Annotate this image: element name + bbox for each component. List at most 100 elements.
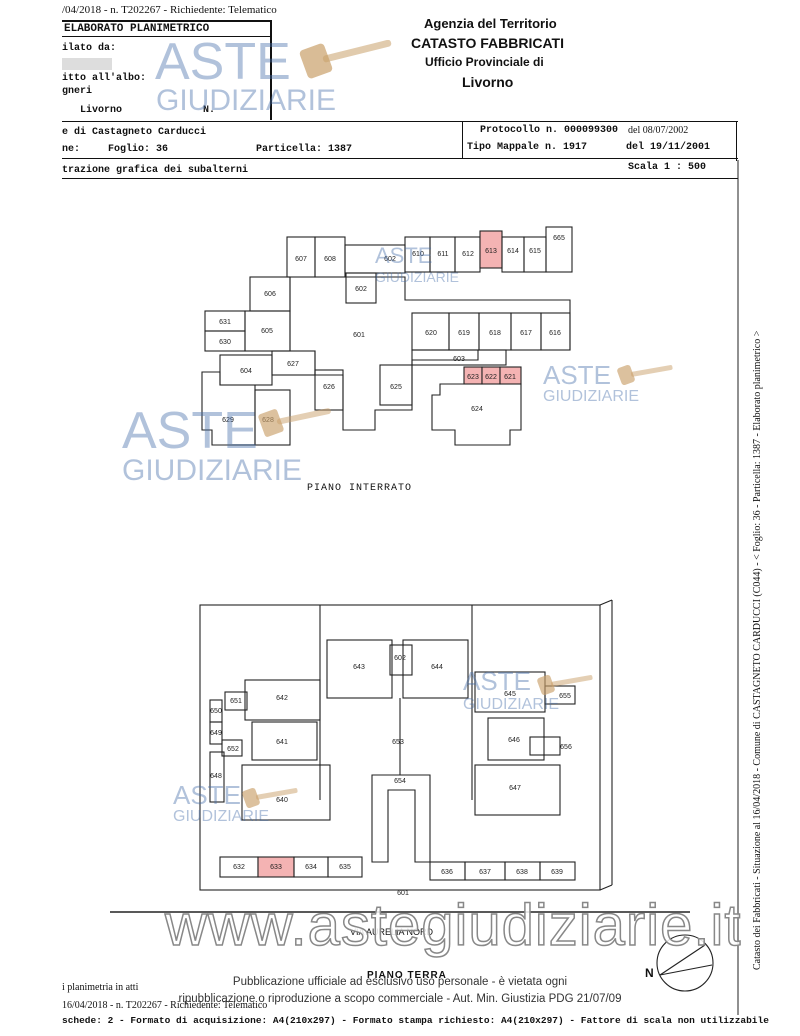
unit-635	[327, 856, 363, 878]
particella: Particella: 1387	[256, 144, 353, 155]
unit-label: 665	[553, 235, 565, 242]
unit-label: 616	[549, 330, 561, 337]
unit-label: 627	[287, 361, 299, 368]
unit-616	[540, 312, 571, 351]
protocollo-date: del 08/07/2002	[628, 125, 689, 136]
watermark-giud-2: GIUDIZIARIE	[375, 269, 460, 285]
comune: e di Castagneto Carducci	[62, 127, 207, 138]
unit-646	[487, 717, 545, 761]
unit-label: 630	[219, 339, 231, 346]
catasto-title: CATASTO FABBRICATI	[411, 35, 564, 51]
agency-name: Agenzia del Territorio	[424, 16, 557, 31]
gavel-icon	[299, 40, 392, 79]
unit-label: 607	[295, 256, 307, 263]
unit-label: 634	[305, 864, 317, 871]
unit-label: 617	[520, 330, 532, 337]
street-label: VIA AURELIA NORD	[350, 927, 434, 937]
unit-label: 639	[551, 869, 563, 876]
top-line: /04/2018 - n. T202267 - Richiedente: Tel…	[62, 4, 277, 16]
unit-label: 640	[276, 797, 288, 804]
registered-value: gneri	[62, 86, 93, 97]
unit-label: 621	[504, 374, 516, 381]
unit-651	[224, 691, 248, 711]
unit-label: 631	[219, 319, 231, 326]
unit-label: 645	[504, 691, 516, 698]
unit-label: 648	[210, 773, 222, 780]
unit-label: 608	[324, 256, 336, 263]
sezione: ne:	[62, 144, 81, 155]
watermark-giud-1: GIUDIZIARIE	[156, 84, 337, 117]
unit-label: 646	[508, 737, 520, 744]
footer-line-2: schede: 2 - Formato di acquisizione: A4(…	[62, 1015, 769, 1026]
province: Livorno	[80, 105, 123, 116]
redacted-box	[62, 58, 112, 70]
unit-label: 653	[392, 739, 404, 746]
notice-1: Pubblicazione ufficiale ad esclusivo uso…	[232, 976, 568, 988]
unit-656	[529, 736, 561, 756]
protocollo: Protocollo n. 000099300	[480, 125, 619, 136]
unit-647	[474, 764, 561, 816]
unit-639	[539, 861, 576, 881]
unit-label: 635	[339, 864, 351, 871]
unit-label: 629	[222, 417, 234, 424]
unit-640	[241, 764, 331, 821]
north-label: N	[645, 966, 654, 980]
unit-label: 625	[390, 384, 402, 391]
unit-label: 633	[270, 864, 282, 871]
unit-654	[371, 774, 431, 863]
unit-label: 641	[276, 739, 288, 746]
unit-label: 647	[509, 785, 521, 792]
office-city: Livorno	[462, 74, 514, 90]
watermark-aste-3: ASTE	[543, 360, 611, 390]
unit-label: 620	[425, 330, 437, 337]
unit-label: 656	[560, 744, 572, 751]
watermark-giud-6: GIUDIZIARIE	[173, 808, 270, 825]
watermark-giud-5: GIUDIZIARIE	[463, 696, 560, 713]
unit-label: 611	[437, 251, 448, 258]
planimetria-note: i planimetria in atti	[62, 982, 139, 993]
tipo-date: del 19/11/2001	[626, 142, 711, 153]
unit-label: 604	[240, 368, 252, 375]
unit-624	[431, 383, 522, 446]
unit-label: 601	[397, 890, 409, 897]
watermark-aste-6: ASTE	[173, 780, 241, 810]
unit-641	[251, 721, 318, 761]
unit-648	[209, 751, 225, 803]
unit-label: 624	[471, 406, 483, 413]
unit-label: 605	[261, 328, 273, 335]
unit-label: 652	[227, 746, 239, 753]
watermark-site: www.astegiudiziarie.it	[164, 892, 742, 959]
unit-label: 602	[355, 286, 367, 293]
footer-line-1: 16/04/2018 - n. T202267 - Richiedente: T…	[62, 1000, 268, 1011]
registered-label: itto all'albo:	[62, 73, 147, 84]
watermark-aste-1: ASTE	[155, 33, 291, 91]
watermark-giud-3: GIUDIZIARIE	[543, 388, 640, 405]
unit-label: 602	[394, 655, 406, 662]
unit-603	[411, 349, 507, 366]
watermark-aste-2: ASTE	[375, 243, 433, 268]
compiled-by: ilato da:	[62, 43, 117, 54]
terra-frame	[199, 604, 601, 891]
unit-642	[244, 679, 321, 721]
office-name: Ufficio Provinciale di	[425, 55, 544, 69]
unit-label: 649	[210, 730, 222, 737]
unit-644	[402, 639, 469, 699]
unit-label: 601	[353, 332, 365, 339]
unit-label: 612	[462, 251, 474, 258]
unit-label: 636	[441, 869, 453, 876]
side-caption: Catasto dei Fabbricati - Situazione al 1…	[752, 330, 763, 970]
unit-label: 650	[210, 708, 222, 715]
unit-label: 632	[233, 864, 245, 871]
unit-label: 618	[489, 330, 501, 337]
unit-label: 637	[479, 869, 491, 876]
piano-terra-label: PIANO TERRA	[367, 970, 447, 981]
gavel-icon	[258, 408, 331, 437]
scale: Scala 1 : 500	[628, 162, 707, 173]
form-title: ELABORATO PLANIMETRICO	[64, 23, 210, 35]
unit-label: 613	[485, 248, 497, 255]
unit-label: 622	[485, 374, 497, 381]
unit-665	[545, 226, 573, 273]
gavel-icon	[242, 787, 298, 809]
unit-label: 644	[431, 664, 443, 671]
unit-label: 603	[453, 356, 465, 363]
